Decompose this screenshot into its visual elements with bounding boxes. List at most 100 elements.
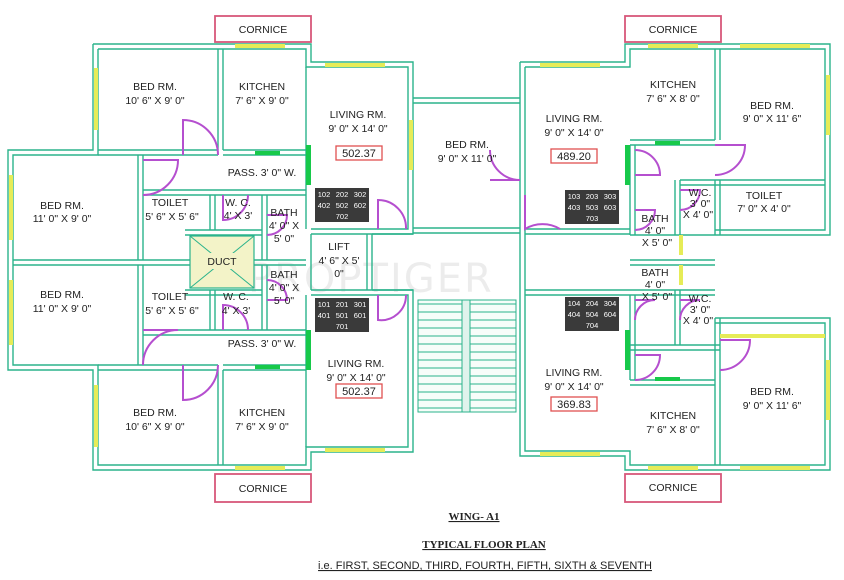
room-size-bath-r-top: 4' 0" (645, 225, 666, 237)
unit-number: 104 (568, 299, 581, 308)
unit-number: 404 (568, 310, 581, 319)
room-size-wc-ml-top: 4' X 3' (224, 210, 253, 222)
room-name-toilet-ml-top: TOILET (152, 197, 189, 209)
room-size-toilet-ml-bot: 5' 6" X 5' 6" (145, 305, 199, 317)
room-name-wc-ml-top: W. C. (225, 197, 251, 209)
room-name-kitchen-tl: KITCHEN (239, 81, 285, 93)
room-size-bath-r-bot: 4' 0" (645, 279, 666, 291)
room-name-living-bl: LIVING RM. (328, 358, 385, 370)
room-size-living-bl: 9' 0" X 14' 0" (326, 372, 386, 384)
room-size-living-br: 9' 0" X 14' 0" (544, 381, 604, 393)
unit-number: 601 (354, 311, 367, 320)
duct: DUCT (189, 235, 255, 289)
area-living-tl: 502.37 (342, 148, 376, 160)
room-name-wc-tr: W.C. (689, 187, 712, 199)
room-size-wc-tr: 3' 0" (690, 198, 711, 210)
doors (142, 118, 752, 402)
unit-number: 501 (336, 311, 349, 320)
unit-number: 502 (336, 201, 349, 210)
cornice-top-right: CORNICE (624, 15, 722, 43)
room-size-living-tl: 9' 0" X 14' 0" (328, 123, 388, 135)
room-name-kitchen-bl: KITCHEN (239, 407, 285, 419)
room-name-living-tl: LIVING RM. (330, 109, 387, 121)
unit-number: 301 (354, 300, 367, 309)
room-name-bed-ml-top: BED RM. (40, 200, 84, 212)
cornice-top-left: CORNICE (214, 15, 312, 43)
unit-number: 304 (604, 299, 617, 308)
unit-number: 403 (568, 203, 581, 212)
room-name-bath-r-bot: BATH (641, 267, 668, 279)
unit-number: 604 (604, 310, 617, 319)
room-size-kitchen-br: 7' 6" X 8' 0" (646, 424, 700, 436)
room-size-bed-br: 9' 0" X 11' 6" (743, 400, 802, 412)
room-name-bath-r-top: BATH (641, 213, 668, 225)
windows (9, 44, 830, 470)
room-name-bath-ml-top: BATH (270, 207, 297, 219)
unit-number: 303 (604, 192, 617, 201)
unit-number: 503 (586, 203, 599, 212)
room-name-wc-br: W.C. (689, 293, 712, 305)
room-size-bed-ml-bot: 11' 0" X 9' 0" (33, 303, 92, 315)
room-size-bed-tr: 9' 0" X 11' 6" (743, 113, 802, 125)
area-living-tr: 489.20 (557, 151, 591, 163)
unit-number: 101 (318, 300, 331, 309)
room-size-bath-ml-top-2: 5' 0" (274, 233, 295, 245)
room-size-bed-tl: 10' 6" X 9' 0" (125, 95, 185, 107)
lift-size-2: 0" (334, 268, 344, 280)
room-size-living-tr: 9' 0" X 14' 0" (544, 127, 604, 139)
wing-title: WING- A1 (448, 511, 499, 523)
unit-block-tl: 102 202 302 402 502 602 702 (315, 188, 369, 222)
room-name-bed-tr: BED RM. (750, 100, 794, 112)
room-name-toilet-ml-bot: TOILET (152, 291, 189, 303)
room-name-bath-ml-bot: BATH (270, 269, 297, 281)
room-name-toilet-tr: TOILET (746, 190, 783, 202)
room-size-bed-center: 9' 0" X 11' 0" (438, 153, 497, 165)
unit-number: 203 (586, 192, 599, 201)
unit-number: 703 (586, 214, 599, 223)
room-size-bath-ml-bot: 4' 0" X (269, 282, 299, 294)
cornice-label: CORNICE (239, 483, 287, 495)
unit-number: 202 (336, 190, 349, 199)
room-size-toilet-ml-top: 5' 6" X 5' 6" (145, 211, 199, 223)
stair-landing-wall (461, 299, 471, 413)
plan-title: TYPICAL FLOOR PLAN (422, 539, 546, 551)
room-size-kitchen-tl: 7' 6" X 9' 0" (235, 95, 289, 107)
staircase (417, 299, 517, 413)
room-size-bed-ml-top: 11' 0" X 9' 0" (33, 213, 92, 225)
passage-label-bot: PASS. 3' 0" W. (228, 338, 297, 350)
unit-number: 602 (354, 201, 367, 210)
unit-number: 702 (336, 212, 349, 221)
unit-number: 704 (586, 321, 599, 330)
unit-number: 603 (604, 203, 617, 212)
cornice-label: CORNICE (649, 24, 697, 36)
unit-number: 504 (586, 310, 599, 319)
area-living-br: 369.83 (557, 399, 591, 411)
passage-label-top: PASS. 3' 0" W. (228, 167, 297, 179)
unit-number: 102 (318, 190, 331, 199)
room-size-kitchen-bl: 7' 6" X 9' 0" (235, 421, 289, 433)
area-living-bl: 502.37 (342, 386, 376, 398)
room-size-wc-br-2: X 4' 0" (683, 315, 714, 327)
room-name-kitchen-br: KITCHEN (650, 410, 696, 422)
room-size-wc-br: 3' 0" (690, 304, 711, 316)
cornice-bottom-left: CORNICE (214, 473, 312, 503)
room-name-living-tr: LIVING RM. (546, 113, 603, 125)
cornice-bottom-right: CORNICE (624, 473, 722, 503)
unit-block-tr: 103 203 303 403 503 603 703 (565, 190, 619, 224)
room-name-bed-br: BED RM. (750, 386, 794, 398)
room-size-toilet-tr: 7' 0" X 4' 0" (737, 203, 791, 215)
room-name-bed-bl: BED RM. (133, 407, 177, 419)
room-name-bed-center: BED RM. (445, 139, 489, 151)
room-size-bath-r-bot-2: X 5' 0" (642, 291, 673, 303)
room-name-kitchen-tr: KITCHEN (650, 79, 696, 91)
room-size-kitchen-tr: 7' 6" X 8' 0" (646, 93, 700, 105)
unit-number: 402 (318, 201, 331, 210)
lift-size: 4' 6" X 5' (318, 255, 359, 267)
lift-label: LIFT (328, 241, 350, 253)
room-name-bed-ml-bot: BED RM. (40, 289, 84, 301)
unit-block-bl: 101 201 301 401 501 601 701 (315, 298, 369, 332)
room-size-wc-tr-2: X 4' 0" (683, 209, 714, 221)
unit-number: 201 (336, 300, 349, 309)
unit-number: 701 (336, 322, 349, 331)
